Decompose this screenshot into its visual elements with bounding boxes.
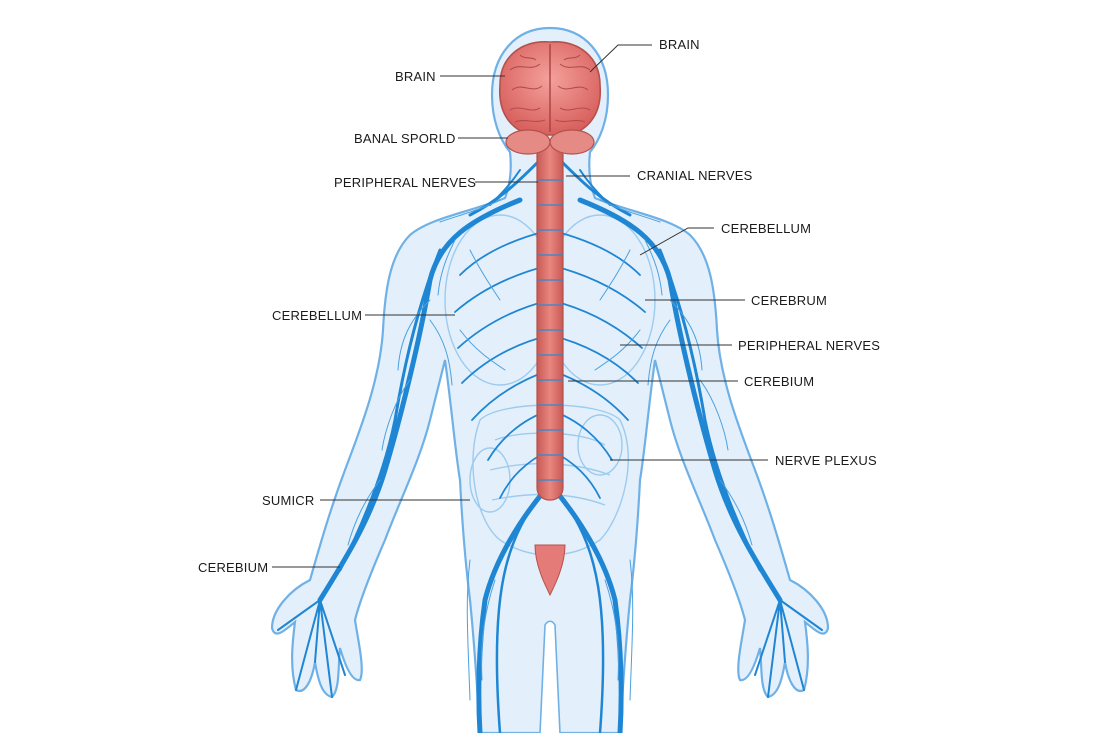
- label-brain-left: BRAIN: [395, 69, 436, 84]
- label-sumicr: SUMICR: [262, 493, 315, 508]
- label-cerebium-left: CEREBIUM: [198, 560, 269, 575]
- label-cerebrum: CEREBRUM: [751, 293, 827, 308]
- label-cranial-nerves: CRANIAL NERVES: [637, 168, 753, 183]
- label-cerebellum-right: CEREBELLUM: [721, 221, 812, 236]
- label-nerve-plexus: NERVE PLEXUS: [775, 453, 877, 468]
- leader-lines: [272, 44, 768, 568]
- label-cerebium-right: CEREBIUM: [744, 374, 815, 389]
- label-cerebellum-left: CEREBELLUM: [272, 308, 363, 323]
- label-peripheral-nerves-right: PERIPHERAL NERVES: [738, 338, 881, 353]
- label-banal-sporld: BANAL SPORLD: [354, 131, 456, 146]
- label-brain-top-right: BRAIN: [659, 37, 700, 52]
- nerve-network: [277, 158, 823, 733]
- label-peripheral-nerves-left: PERIPHERAL NERVES: [334, 175, 477, 190]
- brain: [498, 41, 602, 155]
